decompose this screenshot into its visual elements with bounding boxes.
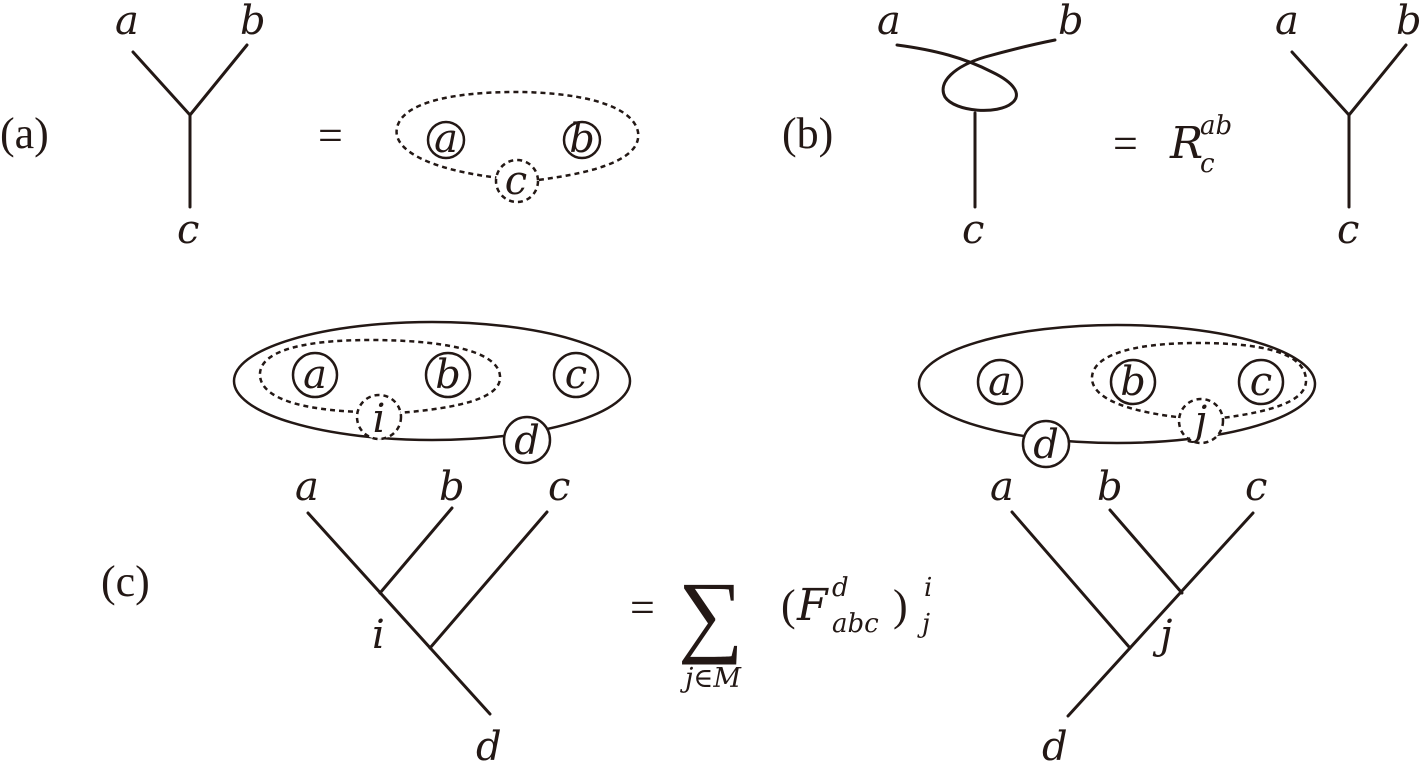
anyon-i-label: i	[373, 396, 386, 442]
tree-c-right-label-a: a	[990, 464, 1014, 510]
sum-index: j∈M	[680, 663, 742, 694]
anyon-a-circle	[426, 120, 466, 160]
fusion-tree-a: a b c	[115, 0, 266, 253]
fusion-tree-b: a b c	[1275, 0, 1422, 253]
anyon-picture-c-left: a b c i d	[232, 320, 632, 465]
tree-b-right-leg	[1347, 43, 1408, 117]
tree-a-left-leg	[131, 50, 192, 117]
anyon-j-circle	[1177, 397, 1225, 445]
anyon-d-left-circle	[502, 415, 552, 465]
r-symbol-b: = R ab c	[1113, 111, 1232, 179]
fusion-ellipse-a	[395, 90, 640, 182]
r-superscript: ab	[1200, 111, 1232, 141]
anyon-b-right-label: b	[1120, 359, 1146, 405]
tree-c-left-label-i: i	[372, 612, 385, 658]
anyon-c-left-circle	[552, 351, 600, 399]
tree-c-right-spine	[1066, 511, 1255, 718]
anyon-b-left-circle	[424, 351, 472, 399]
r-symbol: R	[1169, 118, 1203, 169]
tree-c-left-b-leg	[378, 506, 454, 595]
tree-c-right-b-leg	[1108, 508, 1184, 595]
f-subscript: abc	[832, 609, 879, 639]
braid-label-b: b	[1058, 0, 1084, 44]
inner-ellipse-right	[1090, 341, 1308, 420]
panel-b-tag: (b)	[782, 109, 833, 158]
anyon-d-right-label: d	[1033, 422, 1059, 468]
anyon-a-right-circle	[976, 358, 1024, 406]
tree-c-left-c-leg	[428, 510, 549, 650]
fusion-tree-c-left: a b c i d	[295, 464, 570, 768]
tree-c-right-a-leg	[1010, 510, 1132, 650]
tree-c-right-label-d: d	[1042, 724, 1068, 768]
braid-diagram-b: a b c	[877, 0, 1084, 253]
tree-c-left-label-b: b	[439, 464, 465, 510]
anyon-c-label: c	[505, 158, 527, 204]
f-superscript: d	[832, 573, 849, 603]
outer-subscript: j	[917, 609, 930, 639]
r-subscript: c	[1200, 149, 1215, 179]
anyon-b-left-label: b	[435, 352, 461, 398]
anyon-picture-a: a b c	[395, 90, 640, 204]
sum-symbol: ∑	[678, 563, 744, 665]
outer-ellipse-left	[232, 320, 632, 442]
equals-sign-c: =	[630, 583, 655, 632]
anyon-a-right-label: a	[988, 359, 1012, 405]
anyon-c-right-circle	[1237, 358, 1285, 406]
tree-a-label-c: c	[177, 207, 199, 253]
tree-c-right-label-c: c	[1245, 464, 1267, 510]
panel-a: (a) a b c = a b c	[0, 0, 640, 253]
open-paren: (	[781, 581, 796, 630]
anyon-b-circle	[562, 120, 602, 160]
anyon-c-right-label: c	[1250, 359, 1272, 405]
equals-sign-a: =	[318, 111, 343, 160]
panel-a-tag: (a)	[0, 109, 49, 158]
tree-c-right-label-b: b	[1097, 464, 1123, 510]
tree-b-label-c: c	[1337, 207, 1359, 253]
panel-b: (b) a b c = R ab c a b c	[782, 0, 1422, 253]
tree-a-right-leg	[188, 43, 249, 117]
tree-a-label-b: b	[240, 0, 266, 44]
braid-strand	[895, 38, 1057, 112]
anyon-a-left-circle	[291, 351, 339, 399]
anyon-b-label: b	[569, 116, 595, 162]
tree-c-left-spine	[306, 511, 492, 716]
outer-superscript: i	[924, 573, 932, 603]
f-move-formula: = ∑ j∈M ( F d abc ) i j	[630, 563, 932, 694]
anyon-b-right-circle	[1109, 358, 1157, 406]
tree-c-left-label-a: a	[295, 464, 319, 510]
close-paren: )	[893, 581, 908, 630]
tree-a-label-a: a	[115, 0, 139, 44]
tree-b-left-leg	[1290, 50, 1351, 117]
panel-c: (c) a b c i d a b c j	[101, 320, 1317, 768]
inner-ellipse-left	[258, 338, 502, 415]
anyon-d-right-circle	[1021, 419, 1071, 469]
outer-ellipse-right	[917, 323, 1317, 445]
braid-label-a: a	[877, 0, 901, 44]
anyon-a-left-label: a	[303, 352, 327, 398]
anyon-picture-c-right: a b c j d	[917, 323, 1317, 469]
panel-c-tag: (c)	[101, 557, 150, 606]
tree-c-left-label-d: d	[476, 724, 502, 768]
tree-b-label-a: a	[1275, 0, 1299, 44]
braid-label-c: c	[962, 207, 984, 253]
anyon-c-circle	[494, 158, 540, 204]
anyon-i-circle	[355, 393, 403, 441]
f-symbol: F	[796, 580, 829, 631]
anyon-d-left-label: d	[514, 418, 540, 464]
equals-sign-b: =	[1113, 119, 1138, 168]
anyon-c-left-label: c	[565, 352, 587, 398]
tree-c-left-label-c: c	[548, 464, 570, 510]
tree-b-label-b: b	[1396, 0, 1422, 44]
fusion-tree-c-right: a b c j d	[990, 464, 1267, 768]
anyon-a-label: a	[434, 116, 458, 162]
